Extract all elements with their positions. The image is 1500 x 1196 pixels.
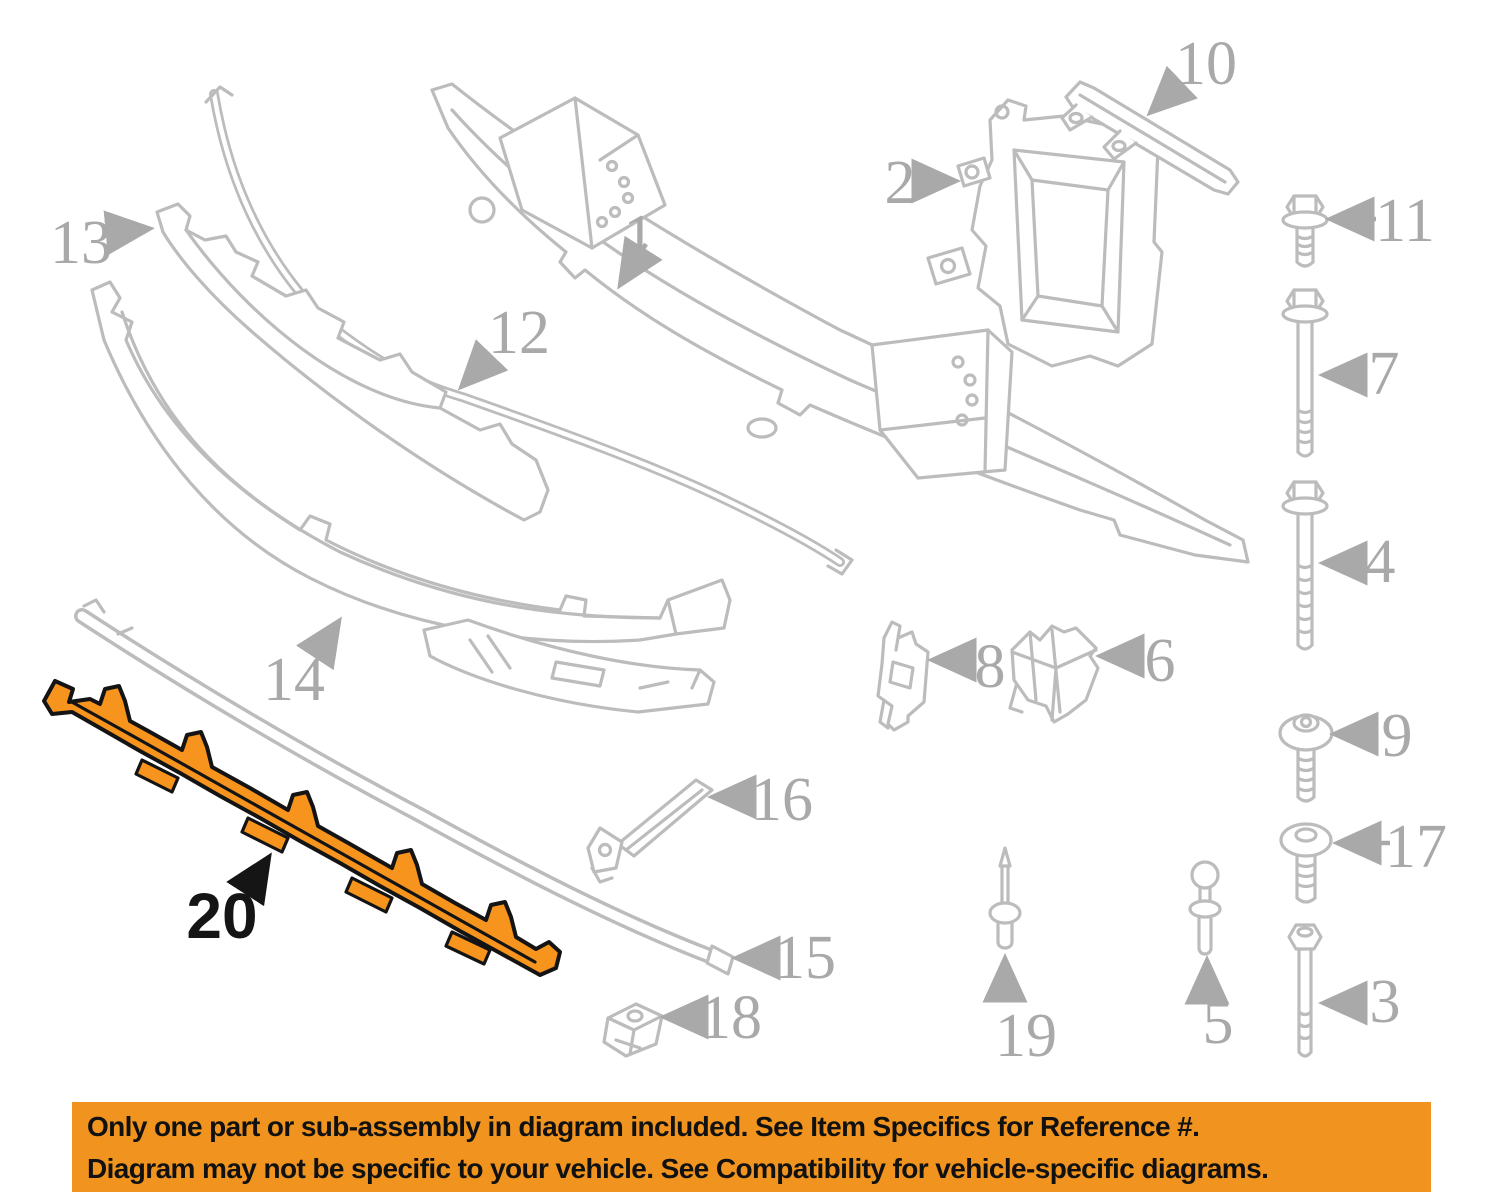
part-17-drawing [1279, 822, 1333, 904]
callout-label-4: 4 [1365, 528, 1396, 596]
part-2-drawing [926, 98, 1164, 368]
callout-label-15: 15 [774, 924, 836, 992]
part-7-drawing [1281, 288, 1329, 458]
callout-label-7: 7 [1369, 340, 1400, 408]
callout-label-17: 17 [1385, 813, 1447, 881]
callout-label-14: 14 [263, 646, 325, 714]
callout-label-3: 3 [1370, 968, 1401, 1036]
part-13-drawing [155, 202, 550, 522]
callout-labels: 1 2 3 4 5 6 7 8 9 10 11 12 13 14 15 16 1… [50, 30, 1447, 1070]
callout-label-5: 5 [1203, 989, 1234, 1057]
part-6-drawing [1008, 624, 1100, 724]
callout-label-11: 11 [1375, 187, 1435, 255]
part-4-drawing [1281, 480, 1329, 651]
part-18-drawing [602, 1002, 664, 1058]
callout-label-8: 8 [975, 633, 1006, 701]
part-10-drawing [1060, 80, 1240, 196]
part-16-drawing [586, 778, 714, 884]
disclaimer-banner: Only one part or sub-assembly in diagram… [72, 1102, 1431, 1192]
part-11-drawing [1281, 194, 1329, 268]
disclaimer-line-1: Only one part or sub-assembly in diagram… [87, 1111, 1200, 1142]
part-8-drawing [876, 620, 930, 732]
callout-label-1: 1 [624, 203, 655, 271]
callout-label-16: 16 [751, 766, 813, 834]
callout-label-19: 19 [995, 1002, 1057, 1070]
callout-label-13: 13 [50, 209, 112, 277]
callout-label-9: 9 [1382, 702, 1413, 770]
callout-label-18: 18 [700, 984, 762, 1052]
part-1-drawing [430, 82, 1250, 564]
part-3-drawing [1287, 923, 1323, 1058]
callout-label-20: 20 [186, 880, 257, 952]
part-15-drawing [74, 598, 735, 976]
part-9-drawing [1278, 713, 1334, 803]
disclaimer-line-2: Diagram may not be specific to your vehi… [87, 1153, 1269, 1184]
part-14-drawing [90, 280, 732, 714]
callout-label-2: 2 [885, 149, 916, 217]
callout-label-10: 10 [1175, 30, 1237, 98]
callout-label-6: 6 [1145, 627, 1176, 695]
part-12-drawing [204, 85, 854, 576]
callout-arrows [103, 65, 1390, 1040]
callout-arrow-20 [226, 852, 272, 907]
callout-label-12: 12 [488, 299, 550, 367]
part-20-highlighted-drawing [42, 679, 562, 977]
part-5-drawing [1188, 860, 1222, 956]
part-19-drawing [988, 846, 1022, 950]
